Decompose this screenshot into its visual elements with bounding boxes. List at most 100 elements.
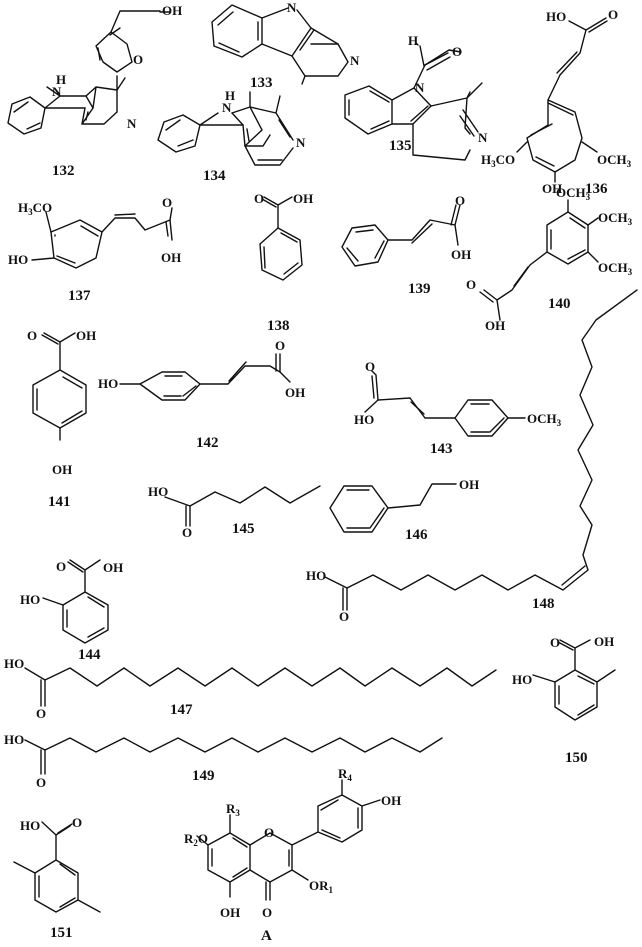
atom-label: N [415, 80, 425, 95]
compound-label-133: 133 [250, 75, 273, 91]
compound-label-140: 140 [548, 296, 571, 312]
atom-label: OH [293, 191, 313, 206]
atom-label: O [254, 191, 264, 206]
atom-label-och3-bottom: OCH3 [598, 260, 633, 277]
compound-134: H N N 134 [157, 88, 306, 184]
atom-label: O [72, 815, 82, 830]
compound-149: HO O 149 [4, 732, 443, 790]
compound-label-132: 132 [52, 163, 75, 179]
compound-144: O OH HO 144 [20, 559, 123, 663]
atom-label: O [264, 825, 274, 840]
compound-label-146: 146 [405, 527, 428, 543]
compound-150: O OH HO 150 [512, 634, 616, 766]
compound-label-149: 149 [192, 768, 215, 784]
atom-label: N [222, 100, 232, 115]
compound-label-147: 147 [170, 702, 193, 718]
atom-label: H [56, 72, 66, 87]
atom-label-r2o: R2O [184, 831, 208, 848]
compound-145: HO O 145 [148, 484, 321, 540]
atom-label: N [52, 84, 62, 99]
atom-label: O [550, 635, 560, 650]
atom-label: OH [161, 250, 181, 265]
atom-label-r3: R3 [226, 801, 240, 818]
atom-label: OH [285, 385, 305, 400]
compound-143: O HO OCH3 143 [354, 359, 562, 457]
compound-A-flavonol-scaffold: R2O R3 O OR1 OH O R4 OH A [184, 766, 401, 944]
atom-label: O [182, 525, 192, 540]
atom-label: O [27, 328, 37, 343]
compound-142: HO O OH 142 [98, 338, 305, 451]
atom-label-och3: OCH3 [527, 411, 562, 428]
atom-label: H [408, 33, 418, 48]
compound-label-141: 141 [48, 494, 71, 510]
compound-label-138: 138 [267, 318, 290, 334]
atom-label-r4: R4 [338, 766, 352, 783]
compound-label-148: 148 [532, 596, 555, 612]
atom-label: OH [542, 181, 562, 196]
atom-label: HO [20, 592, 40, 607]
atom-label-or1: OR1 [309, 878, 334, 895]
compound-141: O OH OH 141 [27, 328, 96, 510]
atom-label: HO [354, 412, 374, 427]
atom-label: O [455, 193, 465, 208]
atom-label: HO [98, 376, 118, 391]
compound-146: OH 146 [329, 477, 479, 543]
compound-133: N N 133 [211, 0, 360, 91]
atom-label: O [36, 706, 46, 721]
compound-label-151: 151 [50, 925, 73, 941]
atom-label: OH [162, 3, 182, 18]
atom-label: O [36, 775, 46, 790]
compound-139: O OH 139 [341, 193, 471, 297]
atom-label: OH [52, 462, 72, 477]
compound-label-136: 136 [585, 181, 608, 197]
atom-label: HO [4, 732, 24, 747]
atom-label-h3co: H3CO [18, 200, 52, 217]
compound-label-135: 135 [389, 138, 412, 154]
atom-label: N [287, 0, 297, 15]
compound-137: H3CO HO O OH 137 [8, 195, 181, 304]
atom-label-och3-mid: OCH3 [598, 210, 633, 227]
atom-label: OH [103, 560, 123, 575]
compound-140: OCH3 OCH3 OCH3 O OH 140 [466, 185, 633, 333]
atom-label: HO [546, 9, 566, 24]
atom-label: O [452, 44, 462, 59]
atom-label: O [133, 52, 143, 67]
atom-label: N [350, 53, 360, 68]
atom-label: HO [8, 252, 28, 267]
atom-label: OH [594, 634, 614, 649]
atom-label: O [608, 7, 618, 22]
atom-label-och3-top: OCH3 [556, 185, 591, 202]
atom-label: O [466, 277, 476, 292]
atom-label: OH [220, 905, 240, 920]
atom-label: N [478, 130, 488, 145]
atom-label: OH [485, 318, 505, 333]
atom-label: N [296, 135, 306, 150]
atom-label-och3: OCH3 [597, 152, 632, 169]
compound-label-144: 144 [78, 647, 101, 663]
atom-label: OH [76, 328, 96, 343]
compound-label-150: 150 [565, 750, 588, 766]
atom-label: O [365, 359, 375, 374]
atom-label: OH [451, 247, 471, 262]
compound-label-139: 139 [408, 281, 431, 297]
atom-label: O [275, 338, 285, 353]
atom-label: OH [381, 793, 401, 808]
atom-label: HO [512, 672, 532, 687]
atom-label: OH [459, 477, 479, 492]
compound-label-134: 134 [203, 168, 226, 184]
compound-135: H O N N 135 [344, 33, 488, 161]
compound-151: HO O 151 [13, 815, 101, 941]
atom-label: O [56, 559, 66, 574]
atom-label: HO [148, 484, 168, 499]
compound-label-A: A [261, 928, 272, 944]
atom-label: O [339, 609, 349, 624]
atom-label: O [162, 195, 172, 210]
compound-148: HO O 148 [306, 289, 638, 624]
compound-138: O OH 138 [254, 191, 313, 334]
atom-label: O [262, 905, 272, 920]
atom-label: H [225, 88, 235, 103]
compound-147: HO O 147 [4, 656, 497, 721]
atom-label: HO [4, 656, 24, 671]
compound-label-142: 142 [196, 435, 219, 451]
